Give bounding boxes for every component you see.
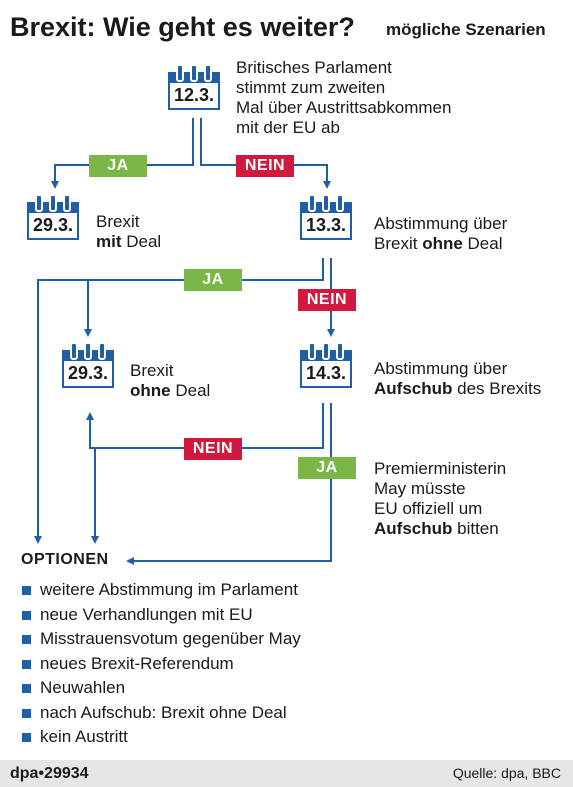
date-vote-delay: 14.3.	[305, 363, 347, 383]
list-item: neue Verhandlungen mit EU	[22, 605, 301, 630]
options-title: OPTIONEN	[21, 551, 109, 568]
node-delay-text: Premierministerin May müsste EU offiziel…	[374, 459, 507, 538]
date-start: 12.3.	[173, 85, 215, 105]
bullet-square-icon	[22, 659, 31, 669]
node-no-deal-text: Brexit ohne Deal	[130, 361, 211, 400]
list-item: kein Austritt	[22, 727, 301, 752]
list-item: Misstrauensvotum gegenüber May	[22, 629, 301, 654]
bullet-square-icon	[22, 733, 31, 742]
node-vote-delay-text: Abstimmung über Aufschub des Brexits	[374, 359, 542, 398]
bullet-square-icon	[22, 708, 31, 718]
badge-ja-vote-delay: JA	[298, 457, 356, 479]
badge-nein-vote-no-deal: NEIN	[298, 289, 356, 311]
calendar-icon-vote-delay: 14.3.	[300, 342, 352, 388]
list-item: nach Aufschub: Brexit ohne Deal	[22, 703, 301, 728]
page-subtitle: mögliche Szenarien	[386, 20, 546, 39]
calendar-icon-no-deal: 29.3.	[62, 342, 114, 388]
badge-ja-start: JA	[89, 155, 147, 177]
badge-nein-vote-delay: NEIN	[184, 438, 242, 460]
node-vote-no-deal-text: Abstimmung über Brexit ohne Deal	[374, 214, 508, 253]
node-start-text: Britisches Parlament stimmt zum zweiten …	[236, 58, 452, 137]
calendar-icon-deal: 29.3.	[27, 194, 79, 240]
calendar-icon-vote-no-deal: 13.3.	[300, 194, 352, 240]
footer-bar: dpa•29934 Quelle: dpa, BBC	[0, 760, 573, 787]
bullet-square-icon	[22, 684, 31, 693]
footer-source: Quelle: dpa, BBC	[452, 765, 561, 781]
badge-nein-start: NEIN	[236, 155, 294, 177]
options-list: weitere Abstimmung im Parlament neue Ver…	[22, 580, 301, 752]
bullet-square-icon	[22, 586, 31, 595]
badge-ja-vote-no-deal: JA	[184, 269, 242, 291]
footer-credit: dpa•29934	[10, 765, 89, 782]
list-item: weitere Abstimmung im Parlament	[22, 580, 301, 605]
bullet-square-icon	[22, 635, 31, 644]
connector-vote-delay-to-options	[126, 403, 332, 565]
list-item: neues Brexit-Referendum	[22, 654, 301, 679]
calendar-icon-start: 12.3.	[168, 64, 220, 110]
connector-vote-no-deal-to-options-left	[34, 258, 324, 544]
bullet-square-icon	[22, 610, 31, 620]
date-vote-no-deal: 13.3.	[305, 215, 347, 235]
date-deal: 29.3.	[32, 215, 74, 235]
node-deal-text: Brexit mit Deal	[96, 212, 162, 251]
page-title: Brexit: Wie geht es weiter?	[10, 12, 355, 42]
date-no-deal: 29.3.	[67, 363, 109, 383]
list-item: Neuwahlen	[22, 678, 301, 703]
